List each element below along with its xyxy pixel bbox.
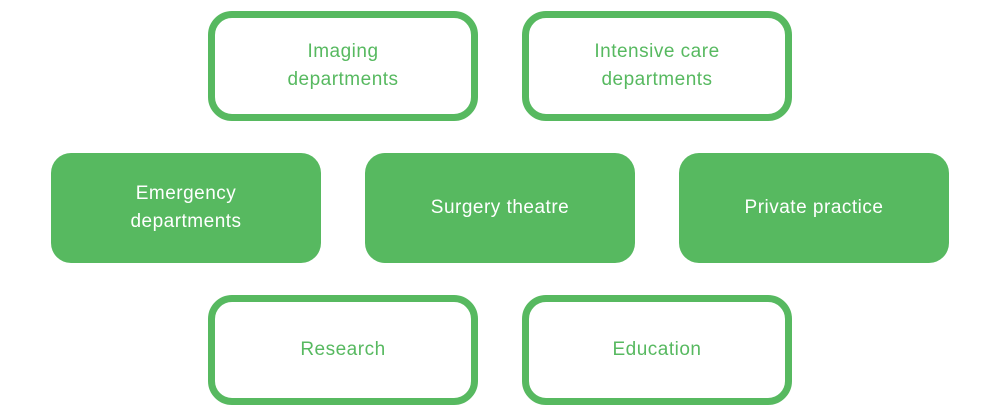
diagram-row-middle: Emergency departments Surgery theatre Pr… <box>51 153 949 263</box>
node-label: Imaging departments <box>287 40 399 91</box>
node-label: Surgery theatre <box>430 196 570 218</box>
node-private-practice: Private practice <box>679 153 949 263</box>
node-label: Research <box>300 338 386 360</box>
node-imaging-departments: Imaging departments <box>208 11 478 121</box>
diagram-row-top: Imaging departments Intensive care depar… <box>208 11 792 121</box>
node-research: Research <box>208 295 478 405</box>
node-label: Education <box>612 338 702 360</box>
node-intensive-care-departments: Intensive care departments <box>522 11 792 121</box>
node-label: Emergency departments <box>130 182 242 233</box>
node-education: Education <box>522 295 792 405</box>
node-label: Private practice <box>744 196 884 218</box>
diagram-row-bottom: Research Education <box>208 295 792 405</box>
node-emergency-departments: Emergency departments <box>51 153 321 263</box>
node-label: Intensive care departments <box>594 40 720 91</box>
node-surgery-theatre: Surgery theatre <box>365 153 635 263</box>
